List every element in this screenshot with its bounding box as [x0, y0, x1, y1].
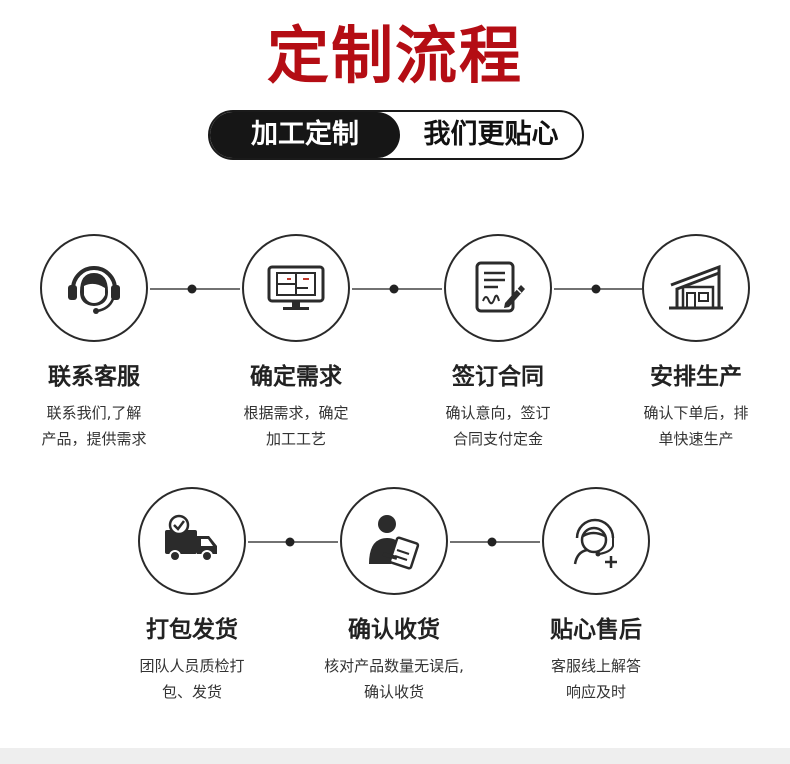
step-confirm-receipt: 确认收货 核对产品数量无误后, 确认收货: [294, 487, 494, 705]
footer-bar: [0, 748, 790, 764]
step-desc-line2: 确认收货: [363, 683, 424, 701]
step-after-sales: 贴心售后 客服线上解答 响应及时: [496, 487, 696, 705]
banner-right-label: 我们更贴心: [423, 119, 559, 150]
step-desc-line1: 核对产品数量无误后,: [324, 657, 464, 675]
connector-dot: [487, 537, 497, 547]
step-desc-line1: 联系我们,了解: [46, 404, 142, 422]
step-title: 安排生产: [650, 364, 742, 390]
step-desc-line2: 产品，提供需求: [41, 430, 147, 448]
step-contact-service: 联系客服 联系我们,了解 产品，提供需求: [0, 234, 194, 452]
step-icon-circle: [242, 234, 350, 342]
step-title: 确认收货: [348, 617, 440, 643]
step-desc-line2: 响应及时: [565, 683, 626, 701]
connector-dot: [285, 537, 295, 547]
delivery-truck-icon: [165, 514, 217, 562]
banner-pill: 加工定制 我们更贴心: [208, 110, 584, 160]
step-arrange-production: 安排生产 确认下单后，排 单快速生产: [596, 234, 790, 452]
contract-sign-icon: [475, 261, 525, 313]
step-confirm-needs: 确定需求 根据需求，确定 加工工艺: [196, 234, 396, 452]
step-sign-contract: 签订合同 确认意向，签订 合同支付定金: [398, 234, 598, 452]
factory-icon: [669, 264, 723, 310]
step-title: 确定需求: [250, 364, 342, 390]
step-desc-line2: 加工工艺: [265, 430, 326, 448]
design-monitor-icon: [267, 265, 325, 310]
step-desc-line2: 单快速生产: [658, 430, 734, 448]
step-desc-line2: 包、发货: [161, 683, 222, 701]
connector-dot: [187, 284, 197, 294]
support-agent-icon: [573, 518, 617, 568]
banner-left-label: 加工定制: [210, 112, 400, 158]
step-icon-circle: [40, 234, 148, 342]
step-desc-line2: 合同支付定金: [452, 430, 543, 448]
step-icon-circle: [340, 487, 448, 595]
step-title: 贴心售后: [550, 617, 642, 643]
step-icon-circle: [444, 234, 552, 342]
step-title: 签订合同: [452, 364, 544, 390]
person-checking-icon: [369, 515, 420, 570]
step-desc-line1: 确认下单后，排: [643, 404, 749, 422]
connector-dot: [591, 284, 601, 294]
step-title: 联系客服: [48, 364, 140, 390]
headset-agent-icon: [68, 266, 120, 314]
step-icon-circle: [542, 487, 650, 595]
step-desc-line1: 客服线上解答: [550, 657, 641, 675]
step-icon-circle: [642, 234, 750, 342]
page-title: 定制流程: [266, 19, 523, 92]
step-desc-line1: 确认意向，签订: [445, 404, 551, 422]
step-icon-circle: [138, 487, 246, 595]
step-desc-line1: 团队人员质检打: [139, 657, 245, 675]
step-pack-ship: 打包发货 团队人员质检打 包、发货: [92, 487, 292, 705]
connector-dot: [389, 284, 399, 294]
step-desc-line1: 根据需求，确定: [243, 404, 349, 422]
step-title: 打包发货: [146, 617, 238, 643]
